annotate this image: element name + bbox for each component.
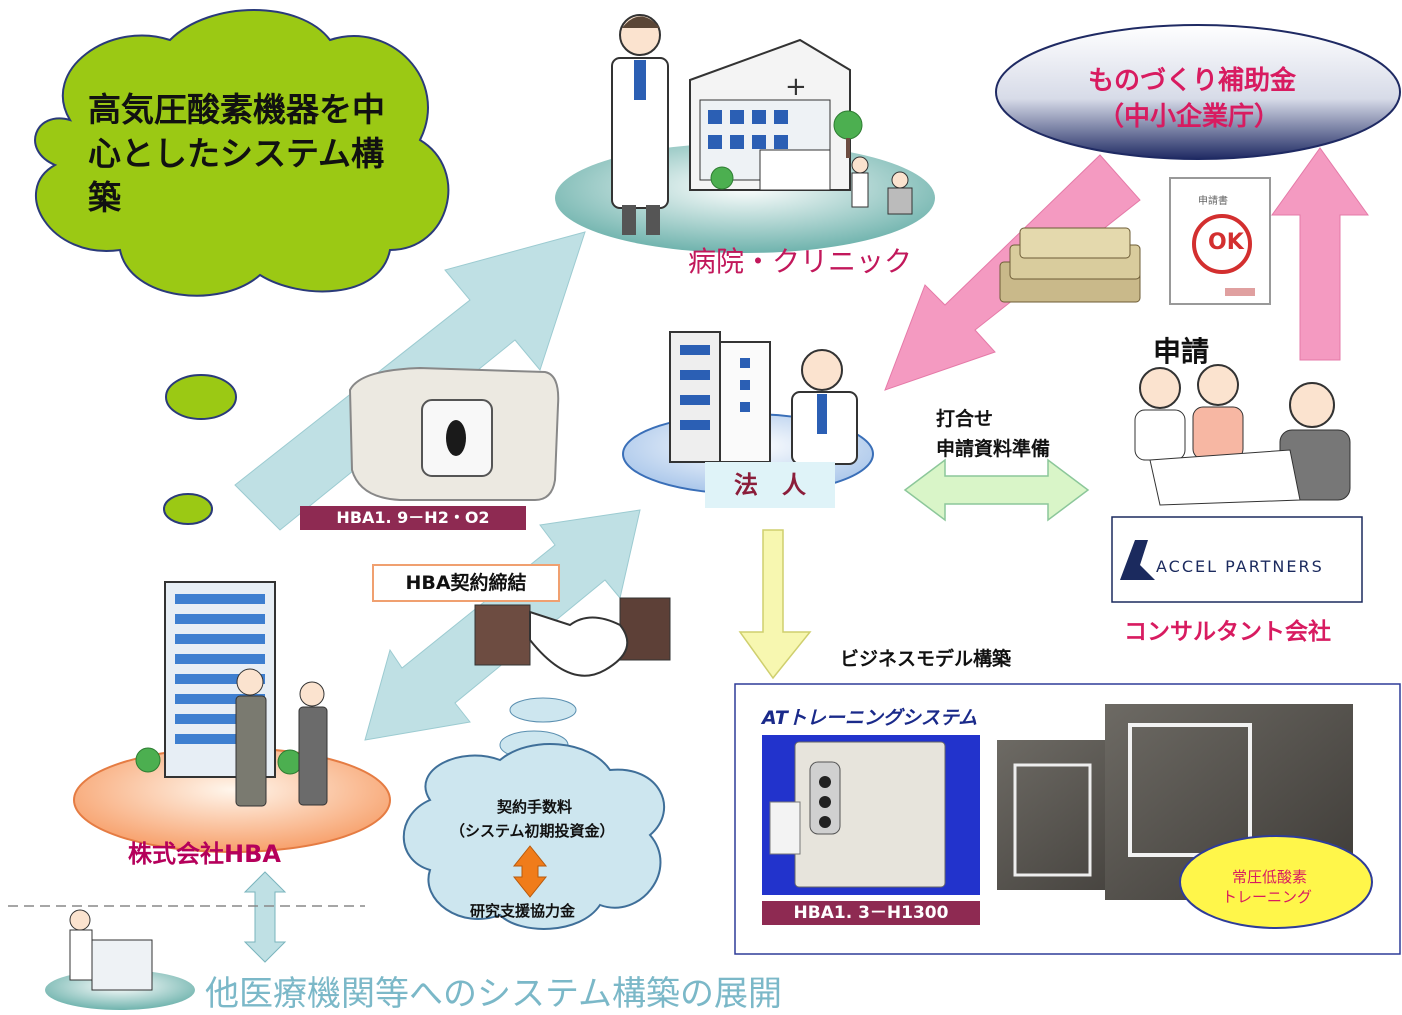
arrow-corporation-consultant	[903, 458, 1090, 522]
training-device-label: HBA1. 3－H1300	[762, 901, 980, 925]
business-people-icon	[235, 668, 328, 807]
contract-label: HBA契約締結	[372, 564, 560, 602]
company-building-icon	[135, 581, 303, 778]
money-icon	[999, 227, 1141, 303]
form-header: 申請書	[1198, 196, 1228, 207]
patients-icon	[851, 156, 913, 215]
expansion-hospital-icon	[45, 909, 195, 1010]
thought-bubble-medium	[163, 493, 213, 525]
research-support-label: 研究支援協力金	[470, 902, 576, 920]
hospital-label: 病院・クリニック	[688, 245, 913, 278]
subsidy-oval	[995, 24, 1401, 160]
small-bubble-1	[509, 697, 577, 723]
thought-bubble-large	[165, 374, 237, 420]
application-form-icon	[1169, 177, 1271, 305]
svg-text:+: +	[785, 72, 807, 102]
training-system-frame	[734, 683, 1401, 955]
business-model-label: ビジネスモデル構築	[840, 648, 1012, 670]
accel-logo-mark	[1120, 540, 1155, 580]
corporation-label: 法 人	[705, 462, 835, 508]
application-label: 申請	[1153, 335, 1210, 368]
corporation-building-icon	[669, 331, 771, 463]
training-bubble-line1: 常圧低酸素	[1232, 868, 1308, 886]
corporation-doctor-icon	[791, 349, 858, 465]
meeting-label: 打合せ	[936, 408, 994, 430]
device-label: HBA1. 9－H2・O2	[300, 506, 526, 530]
training-bubble-line2: トレーニング	[1222, 888, 1313, 906]
hospital-building-icon: +	[689, 38, 863, 191]
company-label: 株式会社HBA	[128, 840, 281, 868]
initial-investment-label: （システム初期投資金）	[450, 822, 615, 840]
training-bubble	[1179, 835, 1373, 929]
cloud-title: 高気圧酸素機器を中心としたシステム構築	[88, 90, 385, 217]
consultant-label: コンサルタント会社	[1124, 619, 1331, 645]
meeting-people-icon	[1134, 364, 1351, 506]
consultant-logo-box	[1111, 516, 1363, 603]
expansion-label: 他医療機関等へのシステム構築の展開	[205, 974, 782, 1014]
doctor-icon	[611, 14, 669, 235]
arrow-company-expansion	[243, 871, 287, 963]
training-device-image	[762, 735, 980, 895]
ok-stamp: OK	[1208, 230, 1244, 255]
subsidy-title: ものづくり補助金	[1088, 66, 1297, 96]
fee-double-arrow	[512, 845, 548, 898]
subsidy-agency: （中小企業庁）	[1098, 102, 1281, 132]
arrow-application-to-subsidy	[1271, 147, 1369, 361]
fee-label: 契約手数料	[497, 798, 573, 816]
fee-cloud	[402, 743, 666, 930]
document-prep-label: 申請資料準備	[936, 438, 1051, 460]
handshake-icon	[474, 597, 671, 677]
training-system-title: ATトレーニングシステム	[762, 707, 978, 729]
hba-device-image	[348, 366, 560, 501]
consultant-logo-text: ACCEL PARTNERS	[1156, 557, 1324, 576]
arrow-business-model	[738, 529, 812, 680]
